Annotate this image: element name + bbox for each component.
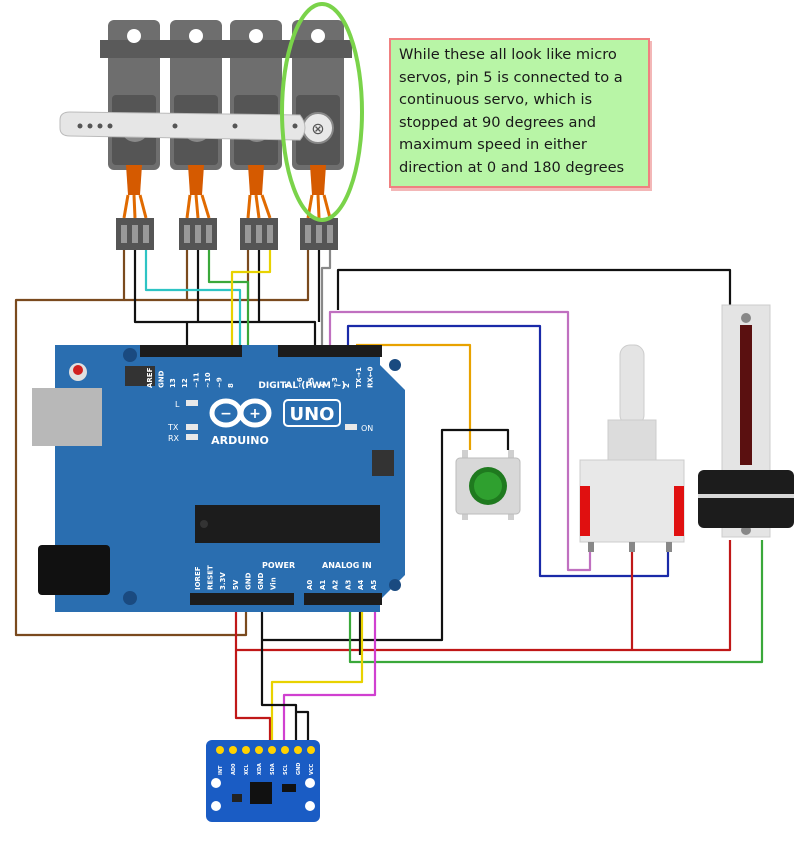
pin-label: GND — [296, 763, 302, 775]
continuous-servo-note: While these all look like micro servos, p… — [389, 38, 650, 188]
rotary-potentiometer — [579, 344, 685, 552]
arduino-uno-board: − + UNO ARDUINO DIGITAL (PWM ~) L TX RX … — [32, 345, 405, 612]
svg-text:⊗: ⊗ — [311, 119, 324, 138]
pin-label: GND — [257, 572, 265, 590]
wire-yellow-servo3 — [230, 250, 272, 348]
wire-brown-servo2 — [124, 250, 189, 302]
pin-label: ~6 — [296, 377, 304, 388]
power-pin-labels: IOREF RESET 3.3V 5V GND GND Vin — [194, 565, 278, 590]
wire-black-sensor2 — [296, 710, 310, 745]
led-rx-label: RX — [168, 434, 180, 443]
pin-label: SCL — [283, 764, 289, 775]
wire-red-sensor — [234, 650, 272, 745]
pin-label: 4 — [319, 383, 327, 388]
note-line: servos, pin 5 is connected to a — [399, 68, 623, 86]
led-l-label: L — [175, 400, 180, 409]
led-tx-label: TX — [167, 423, 179, 432]
led-on-label: ON — [361, 424, 373, 433]
pin-label: GND — [158, 370, 166, 388]
servo-connectors — [116, 194, 338, 250]
wire-black-sensor — [260, 640, 298, 745]
wire-yellow-sda — [270, 600, 364, 745]
continuous-servo-highlight — [280, 2, 364, 222]
pin-label: A5 — [370, 580, 378, 590]
pin-label: AREF — [146, 367, 154, 388]
pin-label: XCL — [244, 764, 250, 775]
pin-label: GND — [244, 572, 252, 590]
digital-header-label: DIGITAL (PWM ~) — [258, 381, 345, 391]
wire-violet-pot — [328, 310, 592, 572]
pin-label: 3.3V — [219, 572, 227, 590]
wire-blue — [346, 324, 670, 578]
pin-label: 2 — [343, 383, 351, 388]
pin-label: 13 — [169, 378, 177, 388]
pin-label: 12 — [181, 378, 189, 388]
pin-label: VCC — [309, 763, 315, 775]
wires — [14, 250, 764, 745]
pin-label: ~5 — [308, 377, 316, 388]
servo-horn — [59, 111, 306, 141]
arduino-brand: ARDUINO — [211, 434, 269, 447]
pin-label: Vin — [270, 577, 278, 590]
pin-label: RX←0 — [367, 366, 375, 388]
pin-label: IOREF — [194, 566, 202, 590]
wire-grey-servo4 — [320, 250, 332, 348]
imu-sensor-module: INT AD0 XCL XDA SDA SCL GND VCC — [206, 740, 320, 822]
sensor-pin-labels: INT AD0 XCL XDA SDA SCL GND VCC — [218, 763, 315, 775]
slide-potentiometer — [698, 304, 794, 538]
push-button — [455, 450, 521, 520]
wire-red-5v — [234, 540, 732, 652]
note-line: While these all look like micro — [399, 46, 617, 63]
micro-servo-2 — [162, 20, 230, 195]
pin-label: ~10 — [204, 372, 212, 388]
note-line: direction at 0 and 180 degrees — [399, 158, 625, 176]
pin-label: A1 — [319, 580, 327, 590]
pin-label: A3 — [344, 580, 352, 590]
wire-brown-servo4 — [248, 250, 310, 302]
svg-text:−: − — [220, 406, 232, 422]
note-line: stopped at 90 degrees and — [399, 113, 597, 131]
note-line: maximum speed in either — [399, 136, 587, 153]
micro-servo-1 — [100, 20, 168, 195]
pin-label: AD0 — [231, 763, 237, 775]
pin-label: XDA — [257, 763, 263, 775]
wire-orange-button — [356, 343, 472, 450]
pin-label: ~9 — [216, 377, 224, 388]
arduino-infinity-logo — [209, 398, 272, 428]
note-line: continuous servo, which is — [399, 91, 593, 108]
pin-label: 7 — [284, 383, 292, 388]
servo-group: ⊗ — [59, 2, 364, 250]
pin-label: A0 — [306, 580, 314, 590]
pin-label: A4 — [357, 580, 365, 590]
pin-label: TX→1 — [355, 367, 363, 388]
analog-label: ANALOG IN — [322, 561, 372, 570]
continuous-servo: ⊗ — [284, 20, 352, 195]
wire-magenta-scl — [282, 600, 377, 745]
pin-label: RESET — [207, 565, 215, 590]
power-label: POWER — [262, 561, 295, 570]
wire-green — [207, 250, 250, 348]
wire-black-slidepot — [336, 268, 732, 310]
analog-pin-labels: A0 A1 A2 A3 A4 A5 — [306, 580, 378, 590]
pin-label: 5V — [232, 579, 240, 590]
wire-brown-servo3 — [187, 250, 250, 302]
svg-text:+: + — [249, 406, 261, 422]
micro-servo-3 — [222, 20, 290, 195]
pin-label: SDA — [270, 763, 276, 775]
uno-logo: UNO — [290, 404, 335, 425]
pin-label: ~11 — [192, 372, 200, 388]
wire-black-button — [260, 428, 510, 642]
wire-brown-left — [14, 250, 248, 637]
pin-label: INT — [218, 765, 224, 775]
wire-green-slidepot — [348, 540, 764, 664]
pin-label: A2 — [332, 580, 340, 590]
pin-label: ~3 — [331, 377, 339, 388]
pin-label: 8 — [227, 383, 235, 388]
wire-black-servos — [133, 250, 317, 345]
wire-cyan — [144, 250, 242, 348]
